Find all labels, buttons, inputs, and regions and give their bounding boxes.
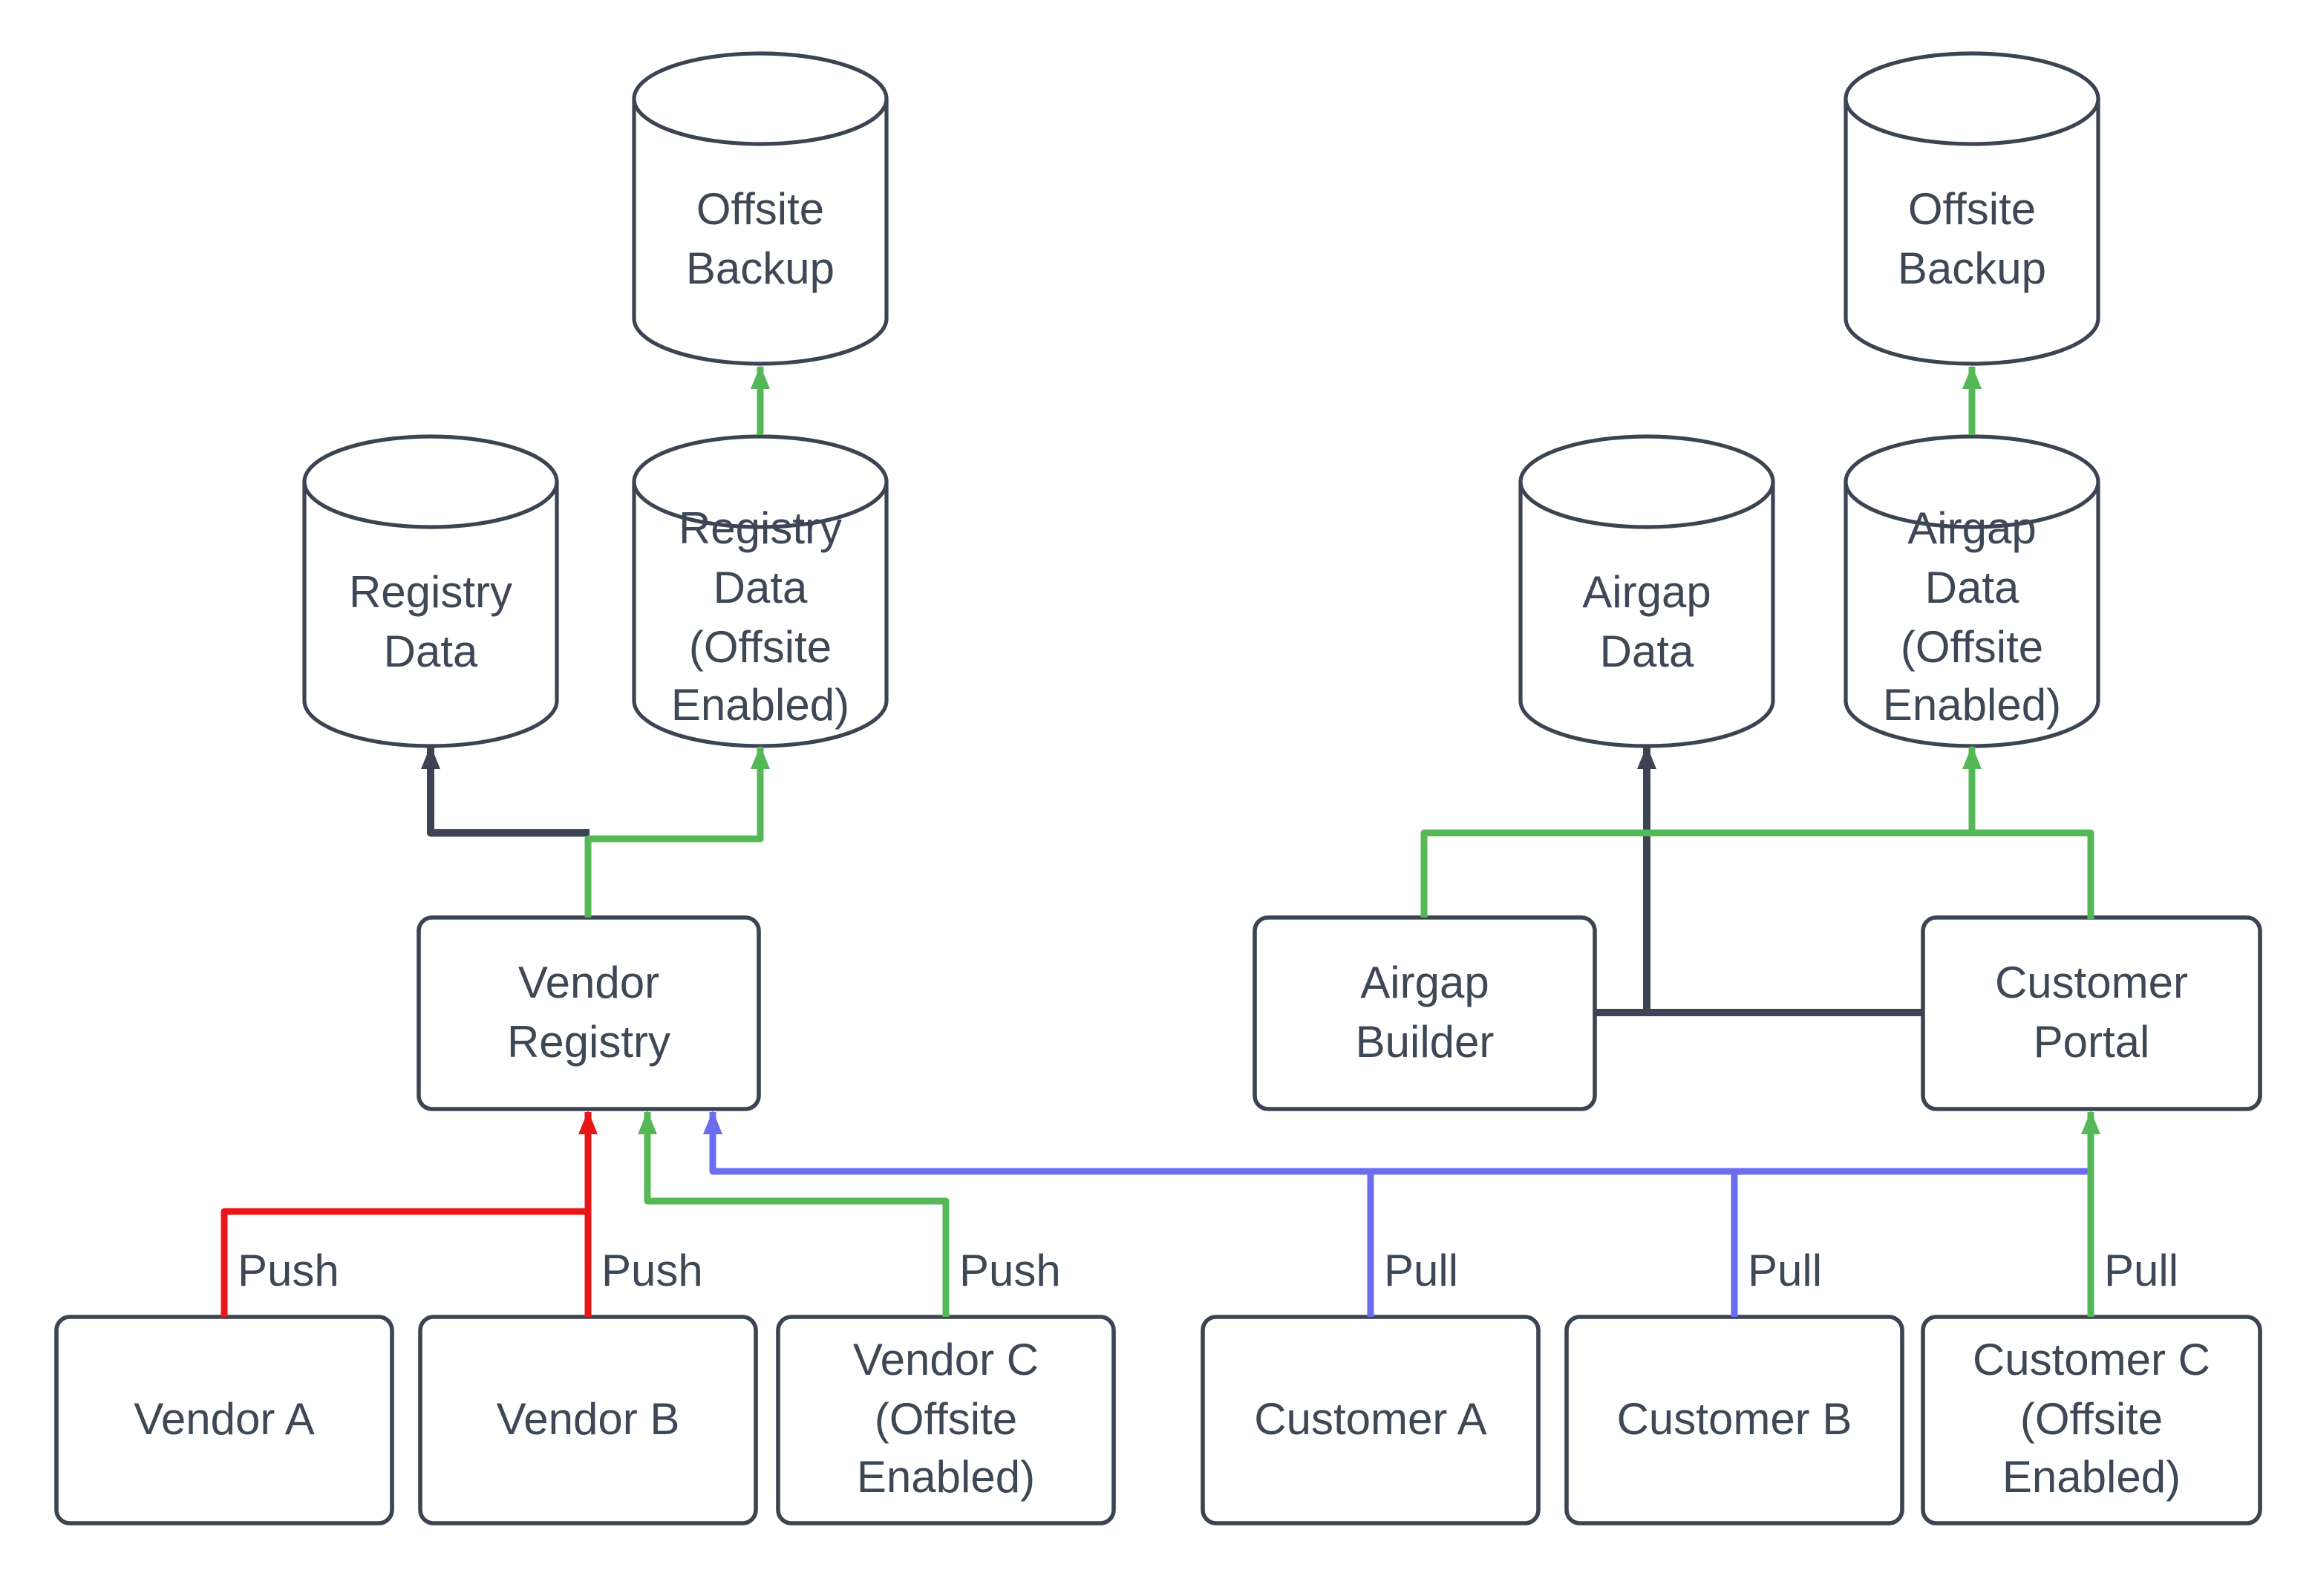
edge-pull-to-vendor-registry xyxy=(703,1111,2088,1175)
offsite-backup-right-cylinder xyxy=(1844,51,2100,366)
edge-vendor-c-push xyxy=(638,1111,950,1317)
airgap-data-offsite-cylinder xyxy=(1844,434,2100,748)
edge-builder-portal-offsite-merge xyxy=(1420,829,2094,919)
vendor-b-box xyxy=(418,1315,758,1525)
registry-data-offsite-cylinder xyxy=(632,434,889,748)
edge-vendor-registry-to-registry-data-offsite xyxy=(584,745,770,918)
edge-vendor-a-push xyxy=(221,1208,588,1317)
airgap-data-cylinder xyxy=(1518,434,1775,748)
customer-b-box xyxy=(1564,1315,1904,1525)
customer-portal-box xyxy=(1921,915,2262,1111)
vendor-a-box xyxy=(54,1315,394,1525)
offsite-backup-left-cylinder xyxy=(632,51,889,366)
vendor-registry-box xyxy=(417,915,761,1111)
airgap-builder-box xyxy=(1253,915,1597,1111)
vendor-c-box xyxy=(776,1315,1116,1525)
customer-c-box xyxy=(1921,1315,2262,1525)
registry-data-cylinder xyxy=(302,434,559,748)
edge-vendor-registry-to-registry-data xyxy=(421,745,590,837)
customer-a-box xyxy=(1201,1315,1541,1525)
